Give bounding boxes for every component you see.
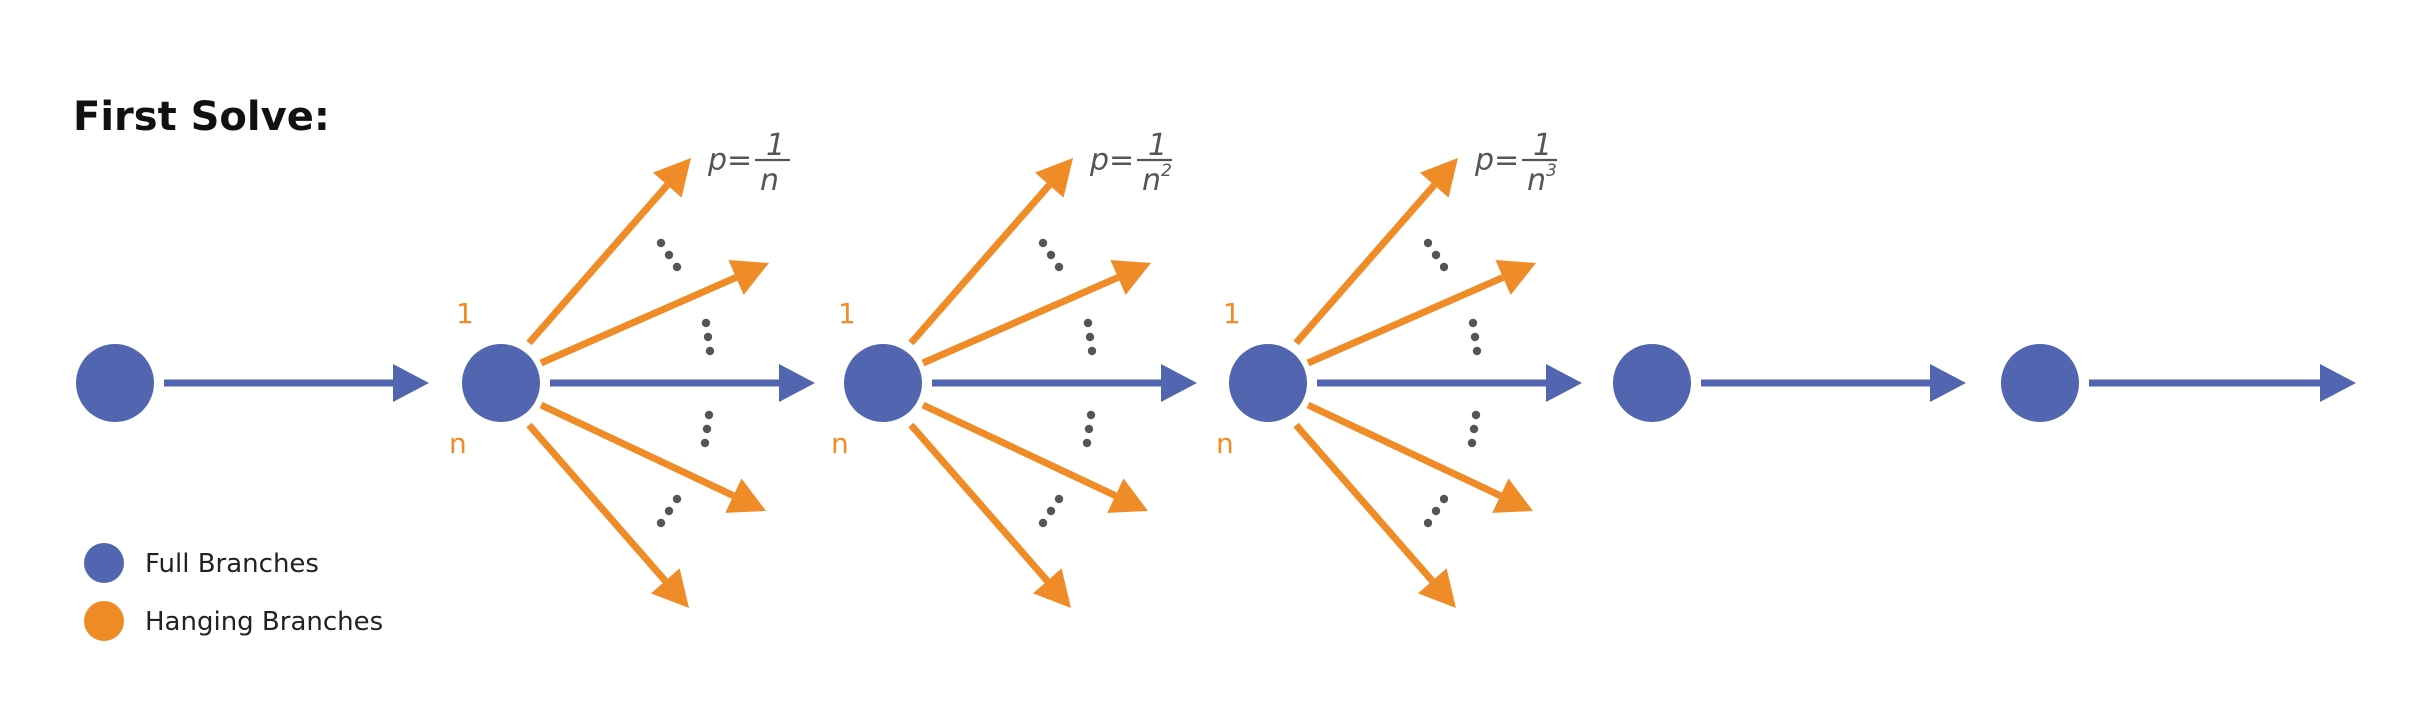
ellipsis-dot [703,332,713,342]
probability-numerator: 1 [1533,128,1552,163]
full-branch-arrow [1317,364,1582,402]
legend-label-hanging: Hanging Branches [145,607,383,637]
ellipsis-dot [664,506,674,516]
full-branch-arrow [550,364,815,402]
legend-swatch-hanging [84,601,124,641]
probability-numerator: 1 [1148,128,1167,163]
branch-label-first: 1 [838,297,856,330]
full-branch-node [76,344,154,422]
full-branch-arrow [2089,364,2356,402]
hanging-branch-arrow [539,260,769,367]
probability-denominator: n [1527,163,1546,198]
ellipsis-dot [1471,410,1481,420]
hanging-branch-arrow [908,422,1071,608]
ellipsis-dot [1087,346,1097,356]
ellipsis-dot [1084,424,1094,434]
legend: Full Branches Hanging Branches [84,543,383,641]
ellipsis-dot [656,238,666,248]
hanging-branch-arrow [908,158,1073,346]
full-branch-node [1613,344,1691,422]
probability-prefix: p= [707,143,752,178]
ellipsis-dot [672,494,682,504]
ellipsis-dot [1038,518,1048,528]
ellipsis-dot [1431,250,1441,260]
ellipsis-dot [705,346,715,356]
ellipsis-dot [1082,438,1092,448]
branch-label-last: n [831,427,849,460]
ellipsis-dot [1431,506,1441,516]
ellipsis-dot [1038,238,1048,248]
hanging-branch-arrow [1306,260,1536,367]
probability-prefix: p= [1089,143,1134,178]
hanging-branch-arrow [1306,401,1533,513]
full-branch-node [2001,344,2079,422]
branch-label-last: n [449,427,467,460]
ellipsis-dot [704,410,714,420]
full-branch-arrow [1701,364,1966,402]
full-branch-arrow [932,364,1197,402]
full-branch-arrow [164,364,429,402]
legend-label-full: Full Branches [145,549,319,579]
hanging-branch-arrow [539,401,766,513]
branch-label-first: 1 [1223,297,1241,330]
probability-numerator: 1 [766,128,785,163]
hanging-branch-arrow [921,401,1148,513]
ellipsis-dot [1439,262,1449,272]
ellipsis-dot [1469,424,1479,434]
ellipsis-dot [701,318,711,328]
legend-swatch-full [84,543,124,583]
probability-exponent: 3 [1546,161,1557,181]
ellipsis-dot [1046,506,1056,516]
probability-denominator: n [760,163,779,198]
branch-label-first: 1 [456,297,474,330]
diagram-title: First Solve: [73,94,330,140]
full-branch-node [462,344,540,422]
ellipsis-dot [1086,410,1096,420]
ellipsis-dot [702,424,712,434]
ellipsis-dot [656,518,666,528]
full-branch-node [844,344,922,422]
ellipsis-dot [1046,250,1056,260]
ellipsis-dot [700,438,710,448]
ellipsis-dot [1085,332,1095,342]
ellipsis-dot [672,262,682,272]
ellipsis-dot [664,250,674,260]
hanging-branch-arrow [1293,158,1458,346]
ellipsis-dot [1439,494,1449,504]
ellipsis-dot [1423,238,1433,248]
hanging-branch-arrow [526,158,691,346]
ellipsis-dot [1083,318,1093,328]
ellipsis-dot [1054,494,1064,504]
ellipsis-dot [1470,332,1480,342]
hanging-branch-arrow [921,260,1151,367]
branch-label-last: n [1216,427,1234,460]
ellipsis-dot [1468,318,1478,328]
probability-exponent: 2 [1161,161,1172,181]
ellipsis-dot [1423,518,1433,528]
hanging-branch-arrow [1293,422,1456,608]
ellipsis-dot [1472,346,1482,356]
probability-prefix: p= [1474,143,1519,178]
ellipsis-dot [1467,438,1477,448]
probability-denominator: n [1142,163,1161,198]
ellipsis-dot [1054,262,1064,272]
full-branch-node [1229,344,1307,422]
hanging-branch-arrow [526,422,689,608]
